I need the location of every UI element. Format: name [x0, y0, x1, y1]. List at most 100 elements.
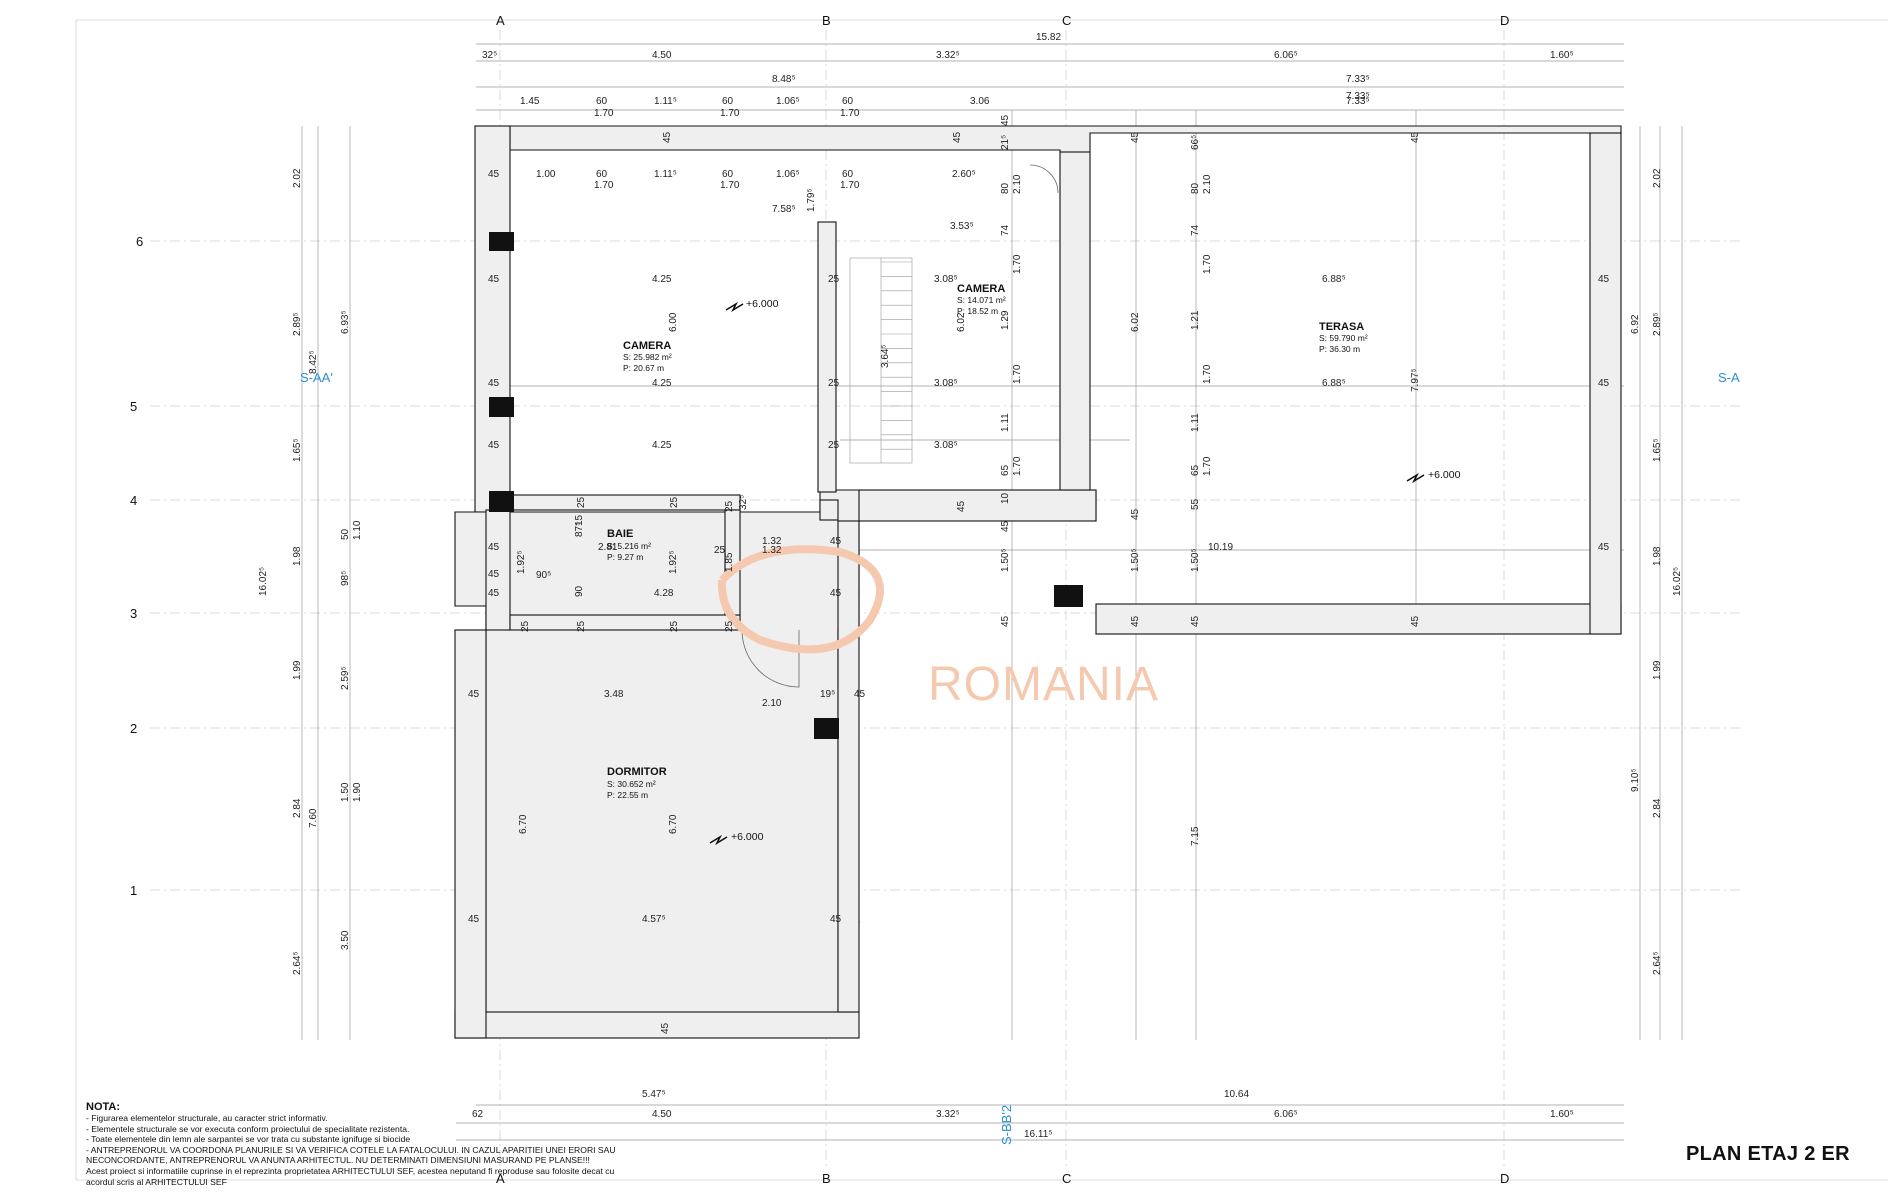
svg-text:4.50: 4.50: [652, 50, 672, 61]
svg-text:15: 15: [574, 514, 585, 526]
svg-text:66⁵: 66⁵: [1190, 135, 1201, 150]
svg-text:45: 45: [1000, 520, 1011, 532]
svg-text:1.79⁵: 1.79⁵: [806, 188, 817, 212]
svg-text:25: 25: [724, 620, 735, 632]
level-value: +6.000: [746, 298, 779, 310]
left-wall-upper: [474, 125, 511, 513]
svg-text:3.32⁵: 3.32⁵: [936, 1109, 960, 1120]
svg-text:1.32: 1.32: [762, 545, 782, 556]
svg-text:1.70: 1.70: [720, 180, 740, 191]
level-marker-icon: [709, 834, 728, 846]
room-name: TERASA: [1319, 321, 1364, 333]
svg-text:1.11⁵: 1.11⁵: [654, 96, 677, 107]
level-marker-icon: [1406, 472, 1425, 484]
svg-text:25: 25: [828, 440, 840, 451]
svg-text:2.64⁵: 2.64⁵: [292, 951, 303, 975]
svg-text:7.15: 7.15: [1190, 826, 1201, 846]
svg-text:1.90: 1.90: [352, 782, 363, 802]
stair-wall-left: [817, 221, 837, 493]
svg-text:6.70: 6.70: [668, 814, 679, 834]
svg-text:6.02: 6.02: [1130, 312, 1141, 332]
room-perimeter: P: 20.67 m: [623, 363, 664, 373]
staircase: [849, 257, 913, 464]
axis-letter-d: D: [1500, 1171, 1509, 1186]
svg-text:45: 45: [660, 1022, 671, 1034]
section-label: S-AA': [300, 370, 333, 385]
svg-text:45: 45: [488, 569, 500, 580]
svg-text:25: 25: [828, 378, 840, 389]
svg-text:16.02⁵: 16.02⁵: [1672, 567, 1683, 596]
svg-text:45: 45: [830, 914, 842, 925]
svg-text:3.64⁵: 3.64⁵: [880, 344, 891, 368]
svg-text:1.70: 1.70: [594, 180, 614, 191]
svg-text:45: 45: [488, 588, 500, 599]
left-dimensions: 2.02 2.89⁵ 1.65⁵ 1.98 1.99 2.84 2.64⁵ 16…: [258, 168, 363, 975]
svg-text:4.25: 4.25: [652, 440, 672, 451]
svg-text:45: 45: [1130, 508, 1141, 520]
room-area: S: 30.652 m²: [607, 779, 656, 789]
svg-text:4.50: 4.50: [652, 1109, 672, 1120]
svg-text:65: 65: [1190, 464, 1201, 476]
terrace-right-edge: [1589, 132, 1622, 635]
svg-text:45: 45: [488, 542, 500, 553]
axis-letter-d: D: [1500, 13, 1509, 28]
svg-text:9.10⁵: 9.10⁵: [1630, 768, 1641, 792]
svg-text:1.11: 1.11: [1190, 413, 1201, 432]
dimension-lines: [301, 43, 1683, 1141]
notes-heading: NOTA:: [86, 1101, 121, 1113]
svg-text:25: 25: [714, 545, 726, 556]
svg-text:45: 45: [830, 588, 842, 599]
svg-text:1.65⁵: 1.65⁵: [1652, 438, 1663, 462]
svg-text:3.53⁵: 3.53⁵: [950, 221, 974, 232]
axis-number-1: 1: [130, 883, 137, 898]
svg-text:45: 45: [952, 131, 963, 143]
svg-text:3.48: 3.48: [604, 689, 624, 700]
room-name: DORMITOR: [607, 766, 667, 778]
baie-top-wall: [509, 494, 741, 511]
svg-text:1.06⁵: 1.06⁵: [776, 169, 800, 180]
svg-text:1.06⁵: 1.06⁵: [776, 96, 800, 107]
svg-text:7.97⁵: 7.97⁵: [1410, 368, 1421, 392]
svg-text:45: 45: [1598, 542, 1610, 553]
level-marker-icon: [725, 301, 744, 313]
top-wall: [475, 125, 1622, 153]
svg-text:5.47⁵: 5.47⁵: [642, 1089, 666, 1100]
svg-text:1.50⁵: 1.50⁵: [1130, 548, 1141, 572]
svg-text:1.32: 1.32: [762, 536, 782, 547]
svg-text:45: 45: [488, 274, 500, 285]
svg-text:3.08⁵: 3.08⁵: [934, 440, 958, 451]
column: [1054, 585, 1083, 607]
svg-text:45: 45: [1190, 615, 1201, 627]
svg-text:45: 45: [830, 536, 842, 547]
svg-text:65: 65: [1000, 464, 1011, 476]
note-line: acordul scris al ARHITECTULUI SEF: [86, 1176, 227, 1187]
axis-letter-b: B: [822, 1171, 831, 1186]
axis-number-5: 5: [130, 399, 137, 414]
room-area: S: 5.216 m²: [607, 541, 651, 551]
baie-left-wall: [485, 509, 511, 631]
svg-text:25: 25: [669, 496, 680, 508]
interior-dimensions: 7.58⁵ 1.79⁵ 3.53⁵ 4.25 4.25 4.25 3.08⁵ 3…: [516, 174, 1421, 925]
svg-text:1.70: 1.70: [840, 180, 860, 191]
svg-text:60: 60: [842, 169, 854, 180]
wall-marks: 45 45 45 45 45 45 45 45 45 45 45 45 45 4…: [468, 114, 1610, 1034]
notes-block: NOTA: - Figurarea elementelor structural…: [86, 1101, 726, 1187]
svg-text:21⁵: 21⁵: [1000, 135, 1011, 150]
svg-text:60: 60: [842, 96, 854, 107]
axis-number-4: 4: [130, 493, 137, 508]
svg-text:8.42⁵: 8.42⁵: [308, 350, 319, 374]
svg-text:3.08⁵: 3.08⁵: [934, 274, 958, 285]
note-line: - Toate elementele din lemn ale sarpante…: [86, 1134, 411, 1145]
svg-text:45: 45: [1000, 615, 1011, 627]
room-perimeter: P: 36.30 m: [1319, 344, 1360, 354]
room-area: S: 14.071 m²: [957, 295, 1006, 305]
column: [489, 232, 514, 251]
stair-wall-right: [1059, 151, 1091, 491]
svg-text:80: 80: [1190, 182, 1201, 194]
room-perimeter: P: 22.55 m: [607, 790, 648, 800]
svg-text:45: 45: [1000, 114, 1011, 126]
grid-lines: [150, 30, 1740, 1170]
svg-text:1.70: 1.70: [1012, 364, 1023, 384]
baie-bottom-wall: [509, 614, 741, 631]
